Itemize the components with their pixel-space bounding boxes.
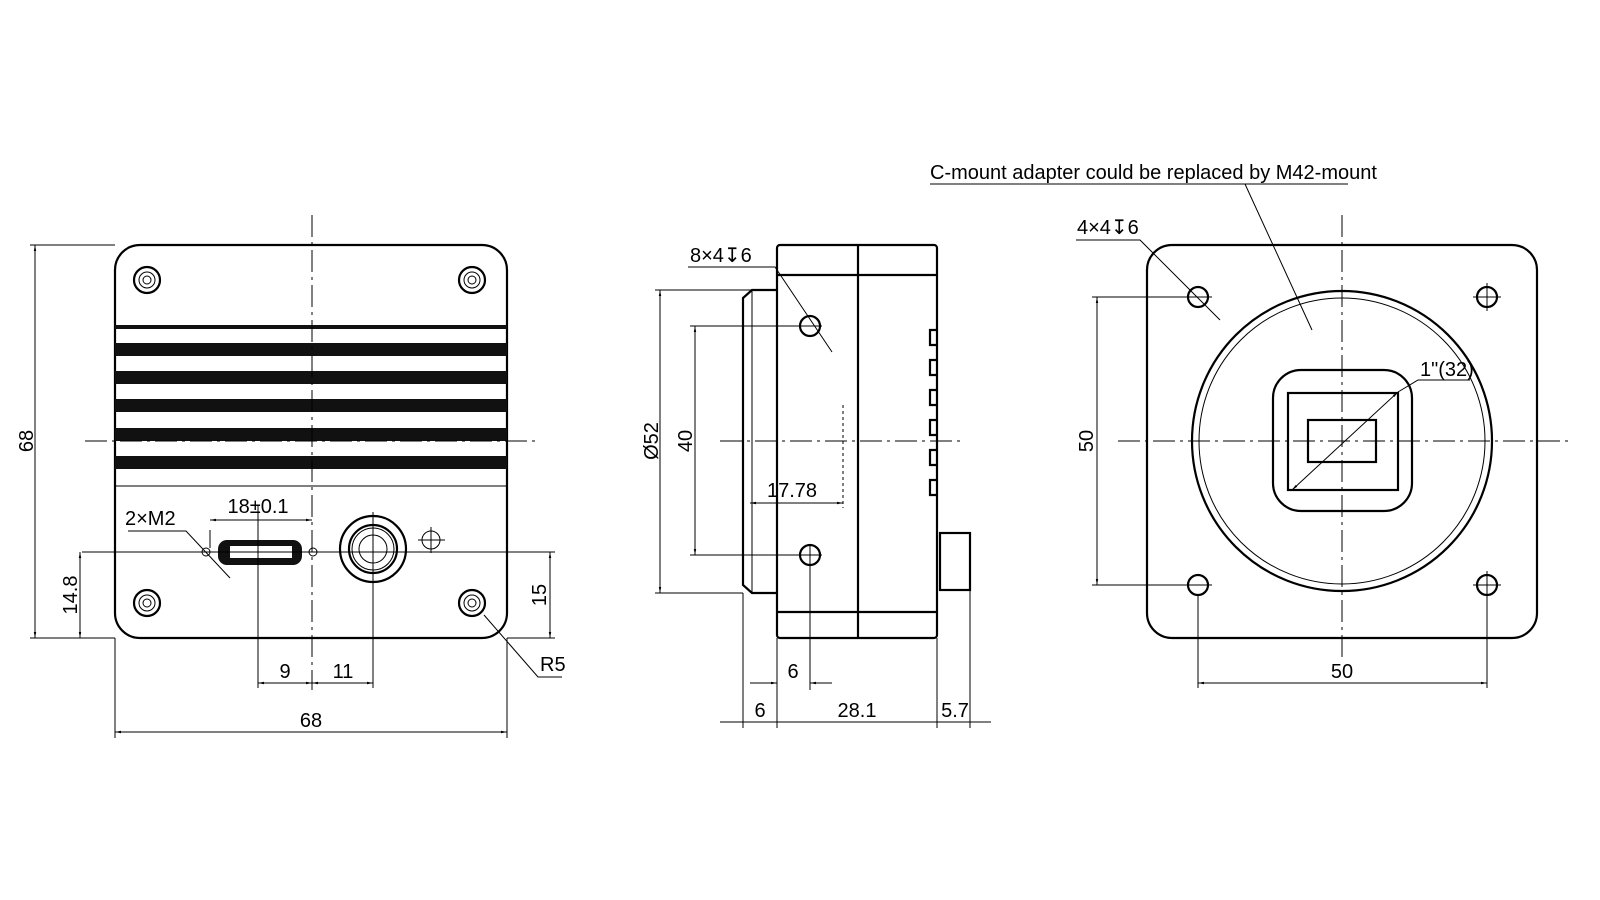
dim-28-1: 28.1 <box>838 700 877 722</box>
sensor-size-label: 1"(32) <box>1420 359 1474 381</box>
m2-label: 2×M2 <box>125 508 176 530</box>
dim-5-7: 5.7 <box>941 700 969 722</box>
side-connector <box>938 531 972 592</box>
side-fins <box>928 328 937 497</box>
mount-note: C-mount adapter could be replaced by M42… <box>930 162 1377 184</box>
dim-40: 40 <box>675 430 697 452</box>
dim-15: 15 <box>529 584 551 606</box>
power-connector <box>82 512 555 688</box>
front-view: 68 14.8 15 68 9 11 18±0.1 2×M2 R5 <box>16 215 566 738</box>
side-holes-label: 8×4↧6 <box>690 245 752 267</box>
cooling-fins <box>115 325 507 487</box>
side-view: Ø52 40 17.78 6 6 28.1 5.7 8×4↧6 <box>641 243 991 728</box>
dim-50-vertical: 50 <box>1076 430 1098 452</box>
screw-icon <box>132 265 487 618</box>
dim-9: 9 <box>279 661 290 683</box>
rear-holes-label: 4×4↧6 <box>1077 217 1139 239</box>
dim-14-8: 14.8 <box>60 576 82 615</box>
rear-view: 50 50 4×4↧6 1"(32) <box>1076 215 1570 688</box>
dim-11: 11 <box>333 661 354 683</box>
dim-width-68: 68 <box>300 710 322 732</box>
dim-17-78: 17.78 <box>767 480 817 502</box>
dim-6: 6 <box>754 700 765 722</box>
dim-diameter-52: Ø52 <box>641 422 663 460</box>
dim-6-hole: 6 <box>787 661 798 683</box>
dim-height-68: 68 <box>16 430 38 452</box>
dim-usb-spacing: 18±0.1 <box>227 496 288 518</box>
radius-label: R5 <box>540 654 566 676</box>
dim-50-horizontal: 50 <box>1331 661 1353 683</box>
